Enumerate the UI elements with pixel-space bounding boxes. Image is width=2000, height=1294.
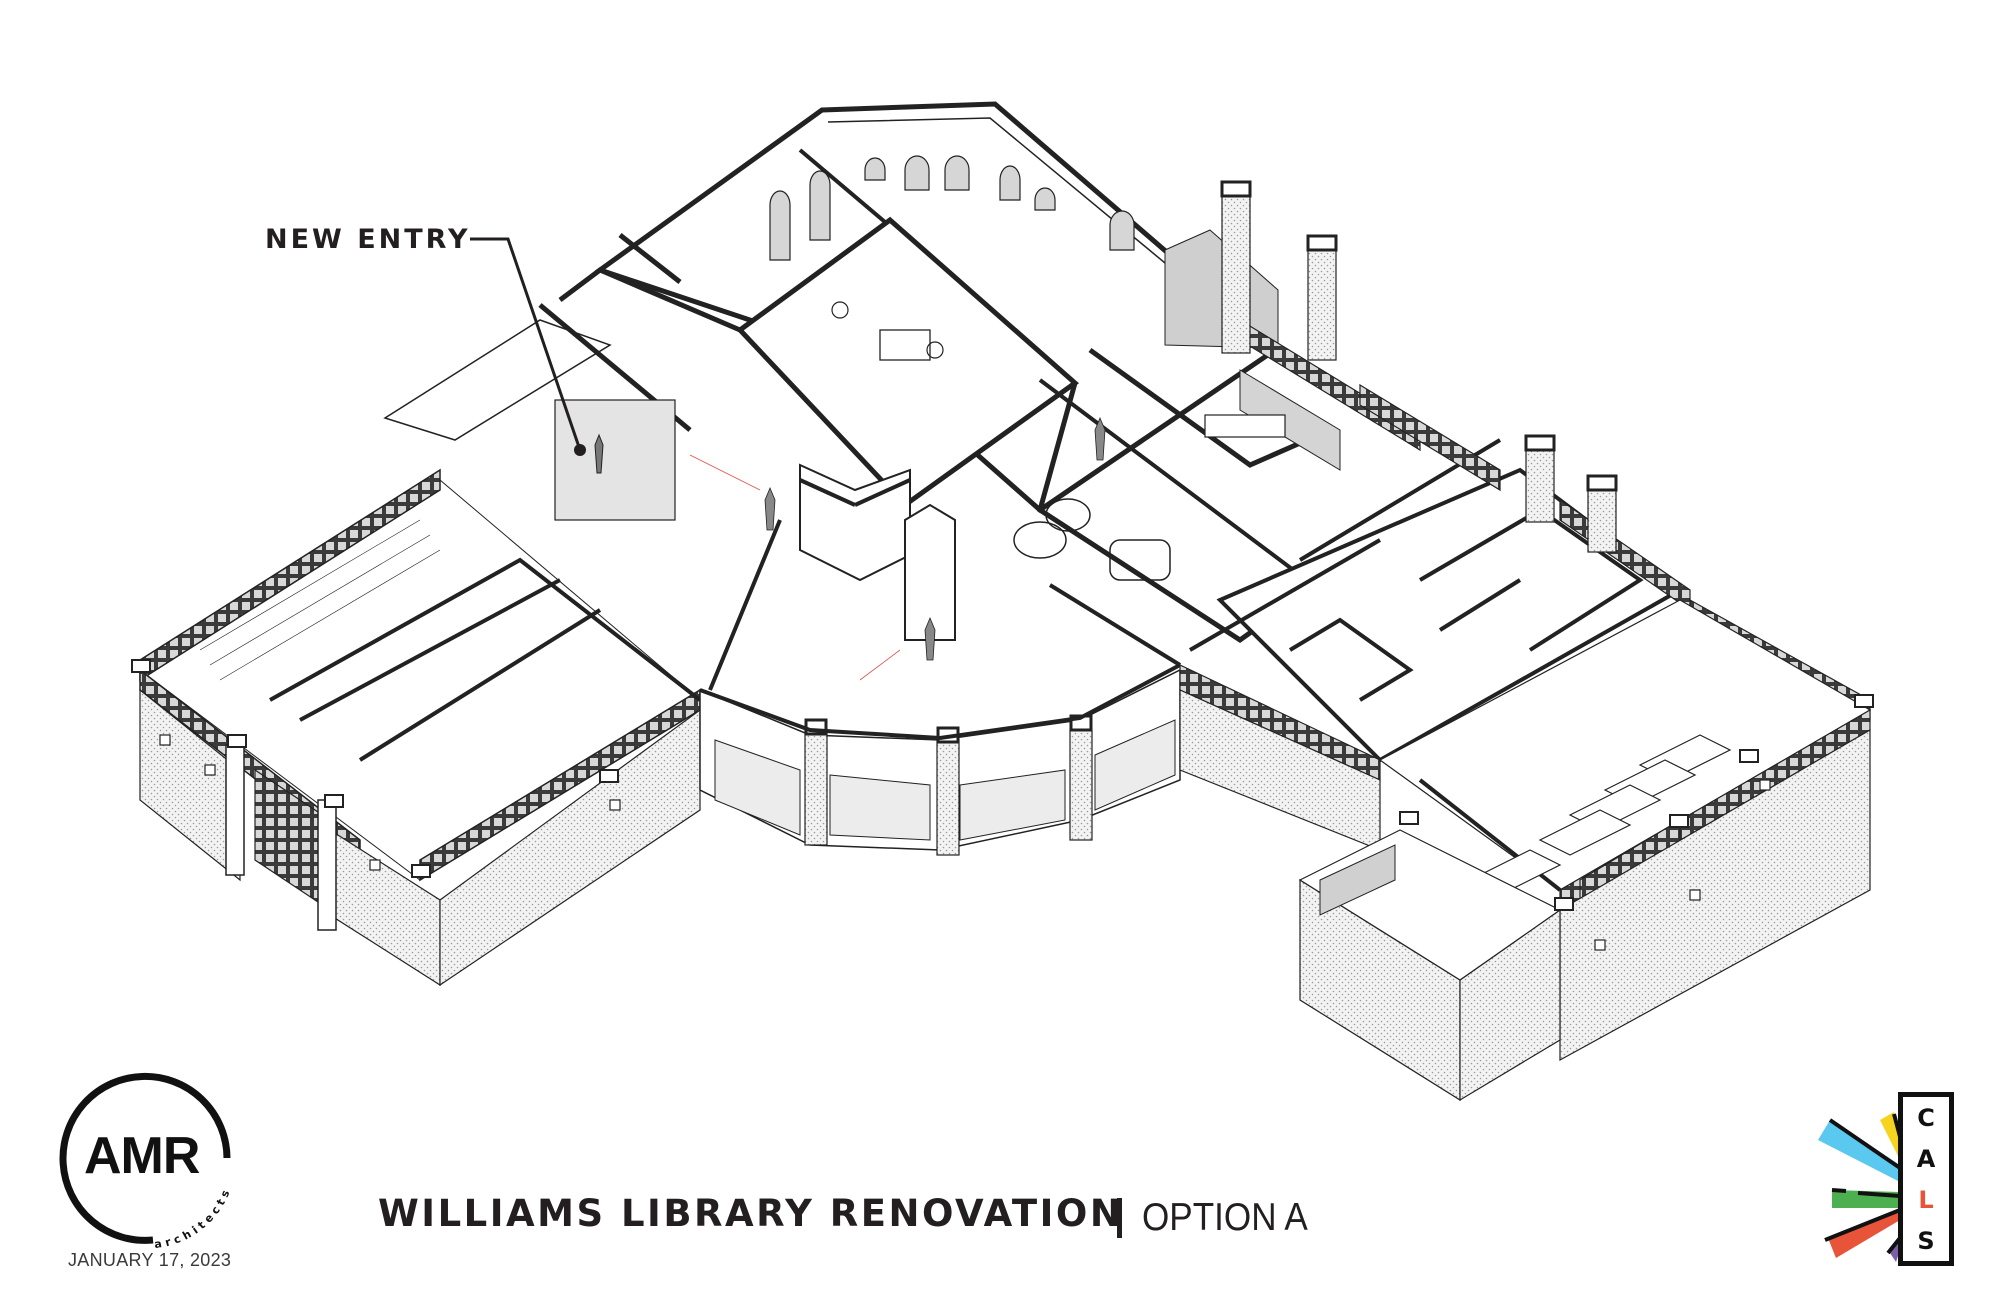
south-bay-facade: [699, 519, 1182, 856]
new-entry-callout-label: NEW ENTRY: [265, 224, 471, 255]
cals-logo-box: C A L S: [1898, 1092, 1954, 1266]
east-room-cluster: [1179, 438, 1684, 851]
cals-letter-c: C: [1917, 1103, 1935, 1132]
cals-letter-s: S: [1917, 1226, 1935, 1255]
new-entry-canopy: [383, 233, 692, 521]
cals-letter-a: A: [1916, 1144, 1936, 1173]
svg-text:architects: architects: [153, 1185, 233, 1252]
new-entry-leader: [470, 237, 586, 456]
logo-arc-icon: [59, 1072, 231, 1244]
option-label: OPTION A: [1142, 1196, 1308, 1239]
project-title: WILLIAMS LIBRARY RENOVATION: [378, 1192, 1124, 1235]
architects-subtext: architects: [153, 1185, 229, 1252]
drawing-date: JANUARY 17, 2023: [68, 1250, 232, 1270]
amr-wordmark: AMR: [84, 1127, 200, 1185]
cals-letter-l: L: [1918, 1185, 1934, 1214]
amr-architects-logo: architects: [59, 1072, 233, 1252]
title-separator: [1117, 1198, 1122, 1238]
classroom-wing: [1298, 599, 1874, 1102]
west-wing: [131, 468, 702, 987]
